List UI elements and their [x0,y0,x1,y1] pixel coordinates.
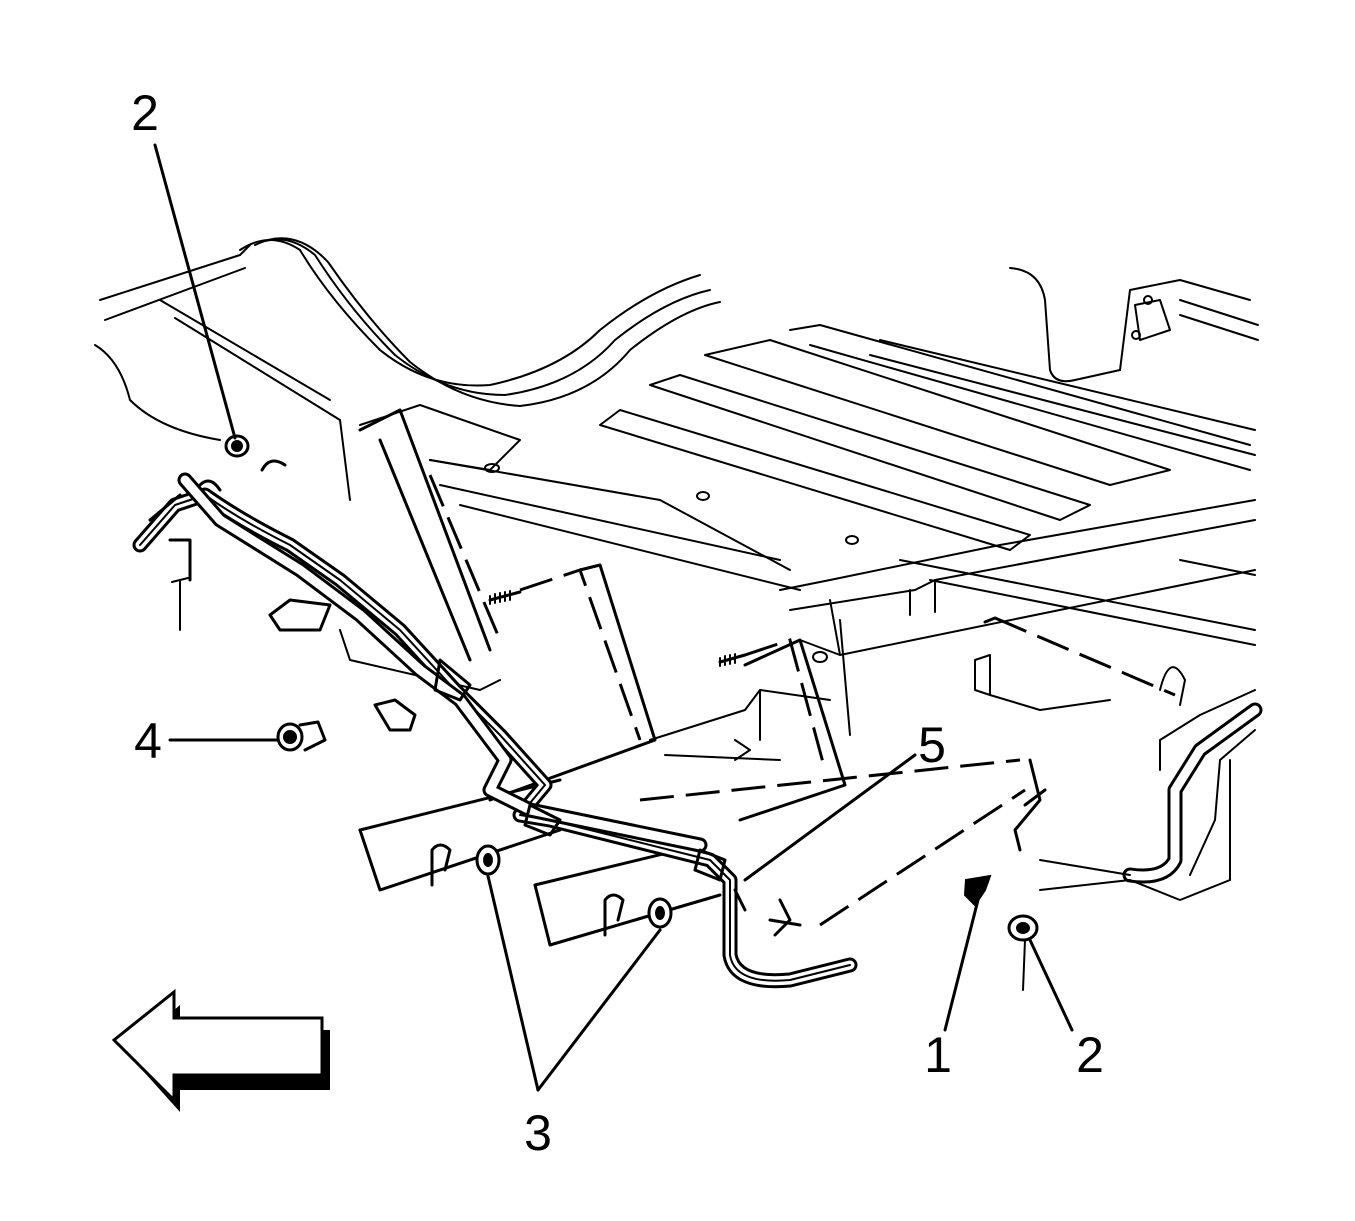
callout-3: 3 [524,1105,552,1161]
callout-2-upper: 2 [131,85,159,141]
threaded-studs [488,590,997,667]
direction-arrow-icon [111,988,330,1112]
retaining-clips [373,658,802,937]
underbody-structure [94,237,1259,761]
pipe-assembly [132,472,1263,989]
assembly-guide-lines [428,474,1176,927]
callout-5: 5 [918,717,946,773]
callout-labels: 2 2 1 3 4 5 [131,85,1104,1161]
callout-1: 1 [924,1027,952,1083]
fasteners [198,434,1039,991]
leader-lines [153,143,1074,1092]
callout-2-lower: 2 [1076,1027,1104,1083]
callout-4: 4 [134,713,162,769]
push-fastener [963,874,992,907]
